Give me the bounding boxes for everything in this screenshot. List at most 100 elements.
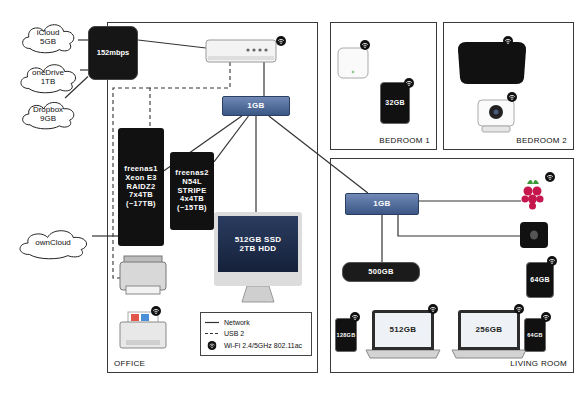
legend-sample	[204, 318, 220, 327]
wifi-symbol	[276, 36, 286, 46]
tablet-device: 64GB	[526, 262, 554, 298]
device-label: freenas1 Xeon E3 RAIDZ2 7x4TB (~17TB)	[121, 165, 161, 208]
device-label: 256GB	[476, 325, 503, 334]
device-label: 1GB	[247, 101, 264, 110]
legend-sample	[204, 341, 220, 350]
raspberry-pi	[537, 196, 544, 203]
network-cable	[80, 69, 88, 70]
network-cable	[78, 39, 88, 40]
room-label: OFFICE	[114, 359, 145, 368]
legend-sample	[204, 329, 220, 338]
camera-lens	[494, 110, 499, 115]
nas-server: freenas2 N54L STRIPE 4x4TB (~15TB)	[170, 152, 214, 230]
desktop-computer: 512GB SSD 2TB HDD	[214, 212, 302, 286]
network-cable	[255, 116, 256, 212]
monitor-stand	[242, 286, 274, 302]
device-label: 512GB SSD 2TB HDD	[230, 235, 286, 253]
raspberry-pi	[533, 187, 542, 196]
photo-print	[131, 314, 139, 321]
base-station	[206, 40, 276, 62]
device-label: 500GB	[368, 268, 393, 277]
cloud-outline	[23, 102, 74, 128]
raspberry-pi	[524, 187, 533, 196]
cloud-outline	[20, 231, 87, 259]
network-cable	[381, 215, 382, 262]
room-label: BEDROOM 2	[516, 136, 567, 145]
network-switch: 1GB	[222, 96, 290, 116]
device-label: Dropbox 9GB	[30, 105, 66, 123]
port-symbol	[246, 48, 249, 51]
legend-entry: Wi-Fi 2.4/5GHz 802.11ac	[204, 341, 308, 350]
raspberry-pi	[528, 195, 537, 204]
nas-server: freenas1 Xeon E3 RAIDZ2 7x4TB (~17TB)	[118, 128, 164, 246]
usb-line-sample	[205, 333, 219, 334]
port-symbol	[252, 48, 255, 51]
set-top-box: 500GB	[342, 262, 420, 282]
device-label: 1GB	[373, 199, 390, 208]
cloud-outline	[23, 25, 74, 53]
base-station-edge	[208, 56, 274, 60]
legend-label: Network	[224, 319, 250, 326]
room-label: LIVING ROOM	[510, 359, 567, 368]
wifi-symbol	[507, 92, 517, 102]
network-cable	[398, 215, 520, 236]
network-switch: 1GB	[345, 193, 419, 215]
device-label: 512GB	[390, 325, 417, 334]
phone-device: 128GB	[335, 318, 357, 352]
wireless-speaker	[458, 42, 526, 84]
device-label: freenas2 N54L STRIPE 4x4TB (~15TB)	[173, 169, 211, 212]
laptop-screen: 256GB	[458, 310, 520, 350]
raspberry-pi	[529, 203, 536, 210]
device-label: 64GB	[527, 332, 543, 338]
room-label: BEDROOM 1	[379, 136, 430, 145]
room-area: BEDROOM 1 32GB	[330, 22, 437, 150]
phone-device: 64GB	[524, 318, 546, 352]
laptop-base	[366, 350, 440, 358]
device-label: oneDrive 1TB	[28, 68, 68, 86]
network-cable	[263, 62, 264, 96]
inkjet-printer	[120, 322, 166, 348]
legend-label: USB 2	[224, 330, 244, 337]
network-cable	[269, 116, 368, 193]
network-cable	[214, 116, 248, 162]
wifi-symbol	[151, 306, 161, 316]
camera-base	[482, 126, 510, 132]
laptop-screen: 512GB	[372, 310, 434, 350]
cloud-service: Dropbox 9GB	[18, 98, 78, 130]
device-label: 64GB	[530, 276, 550, 284]
network-cable	[419, 200, 521, 201]
media-player-logo	[530, 231, 538, 240]
wifi-symbol	[503, 36, 513, 46]
laptop-base	[452, 350, 526, 358]
cable-modem: 152mbps	[88, 26, 138, 80]
legend-entry: USB 2	[204, 329, 308, 338]
cloud-service: oneDrive 1TB	[16, 60, 80, 94]
device-label: iCloud 5GB	[30, 28, 66, 46]
wifi-symbol	[208, 341, 217, 350]
device-label: ownCloud	[35, 238, 71, 247]
device-label: 32GB	[385, 99, 405, 107]
network-line-sample	[205, 322, 219, 323]
wifi-symbol	[545, 172, 555, 182]
network-cable	[138, 40, 206, 48]
photo-print	[141, 314, 149, 321]
cloud-service: ownCloud	[14, 226, 92, 260]
raspberry-pi	[522, 196, 529, 203]
tablet-device: 32GB	[380, 82, 410, 124]
cloud-outline	[21, 65, 76, 93]
legend-entry: Network	[204, 318, 308, 327]
usb-cable	[150, 62, 230, 128]
printer-tray	[126, 340, 160, 345]
device-label: 152mbps	[97, 49, 130, 58]
printer-tray	[126, 286, 160, 294]
camera-lens	[489, 105, 503, 119]
device-label: 128GB	[337, 332, 356, 338]
network-cable	[92, 235, 118, 236]
port-symbol	[258, 48, 261, 51]
media-player	[520, 222, 548, 248]
cloud-service: iCloud 5GB	[18, 20, 78, 54]
raspberry-leaf	[527, 180, 539, 184]
port-symbol	[264, 48, 267, 51]
status-led	[352, 71, 355, 74]
